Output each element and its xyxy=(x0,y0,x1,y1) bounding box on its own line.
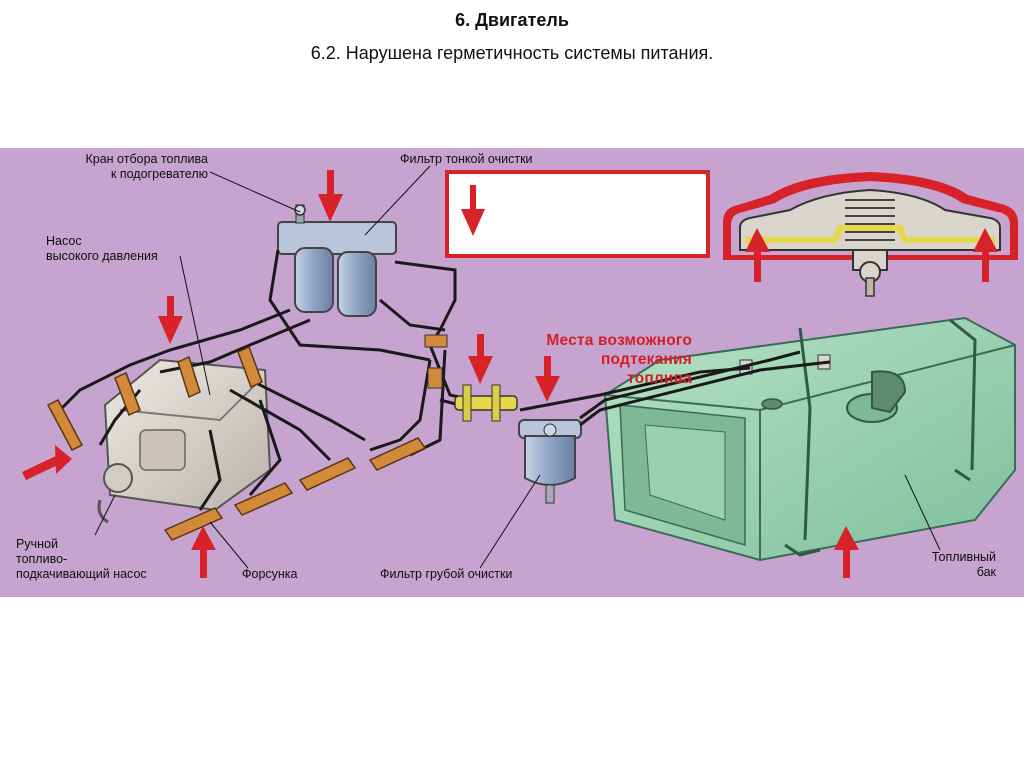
legend-line-3: топлива xyxy=(627,370,692,387)
label-fuel-tank-line-1: Топливный xyxy=(931,550,996,564)
leak-arrow-icon xyxy=(745,228,770,282)
label-fuel-tank: Топливный бак xyxy=(900,550,996,580)
leak-arrow-icon xyxy=(535,356,560,402)
page-title: 6. Двигатель xyxy=(455,10,569,30)
label-injector: Форсунка xyxy=(242,567,298,581)
page-subtitle: 6.2. Нарушена герметичность системы пита… xyxy=(310,43,714,63)
fuel-tank xyxy=(603,316,1016,562)
label-hand-pump-line-1: Ручной xyxy=(16,537,58,551)
fuel-system-diagram: Места возможного подтекания топлива xyxy=(0,148,1024,597)
fuel-tap xyxy=(424,334,448,389)
label-fuel-tap-line-2: к подогревателю xyxy=(110,167,208,181)
fine-fuel-filter xyxy=(277,204,397,317)
leak-arrow-icon xyxy=(468,334,493,384)
label-hand-pump: Ручной топливо- подкачивающий насос xyxy=(16,537,147,582)
high-pressure-pump xyxy=(97,358,272,524)
injectors xyxy=(46,345,427,541)
legend-arrow-icon xyxy=(461,185,485,236)
leak-arrow-icon xyxy=(318,170,343,222)
leak-arrow-icon xyxy=(973,228,998,282)
label-fuel-tank-line-2: бак xyxy=(976,565,996,579)
label-hp-pump: Насос высокого давления xyxy=(46,234,158,264)
label-hand-pump-line-3: подкачивающий насос xyxy=(16,567,147,581)
label-hp-pump-line-1: Насос xyxy=(46,234,82,248)
leak-arrow-icon xyxy=(834,526,859,578)
legend-line-2: подтекания xyxy=(601,351,692,368)
legend-box xyxy=(445,170,710,258)
label-fuel-tap-line-1: Кран отбора топлива xyxy=(85,152,209,166)
label-hp-pump-line-2: высокого давления xyxy=(46,249,158,263)
label-fuel-tap: Кран отбора топлива к подогревателю xyxy=(40,152,209,182)
seal-detail-inset xyxy=(723,172,1018,297)
leak-arrow-icon xyxy=(22,445,72,480)
leader-lines xyxy=(94,165,941,569)
label-coarse-filter: Фильтр грубой очистки xyxy=(380,567,513,581)
fuel-line-coupling xyxy=(454,384,518,422)
legend-line-1: Места возможного xyxy=(546,332,692,349)
legend-text: Места возможного подтекания топлива xyxy=(470,331,692,388)
label-hand-pump-line-2: топливо- xyxy=(16,552,68,566)
leak-arrow-icon xyxy=(158,296,183,344)
leak-arrow-icon xyxy=(191,526,216,578)
label-fine-filter: Фильтр тонкой очистки xyxy=(400,152,533,166)
coarse-fuel-filter xyxy=(518,419,582,504)
